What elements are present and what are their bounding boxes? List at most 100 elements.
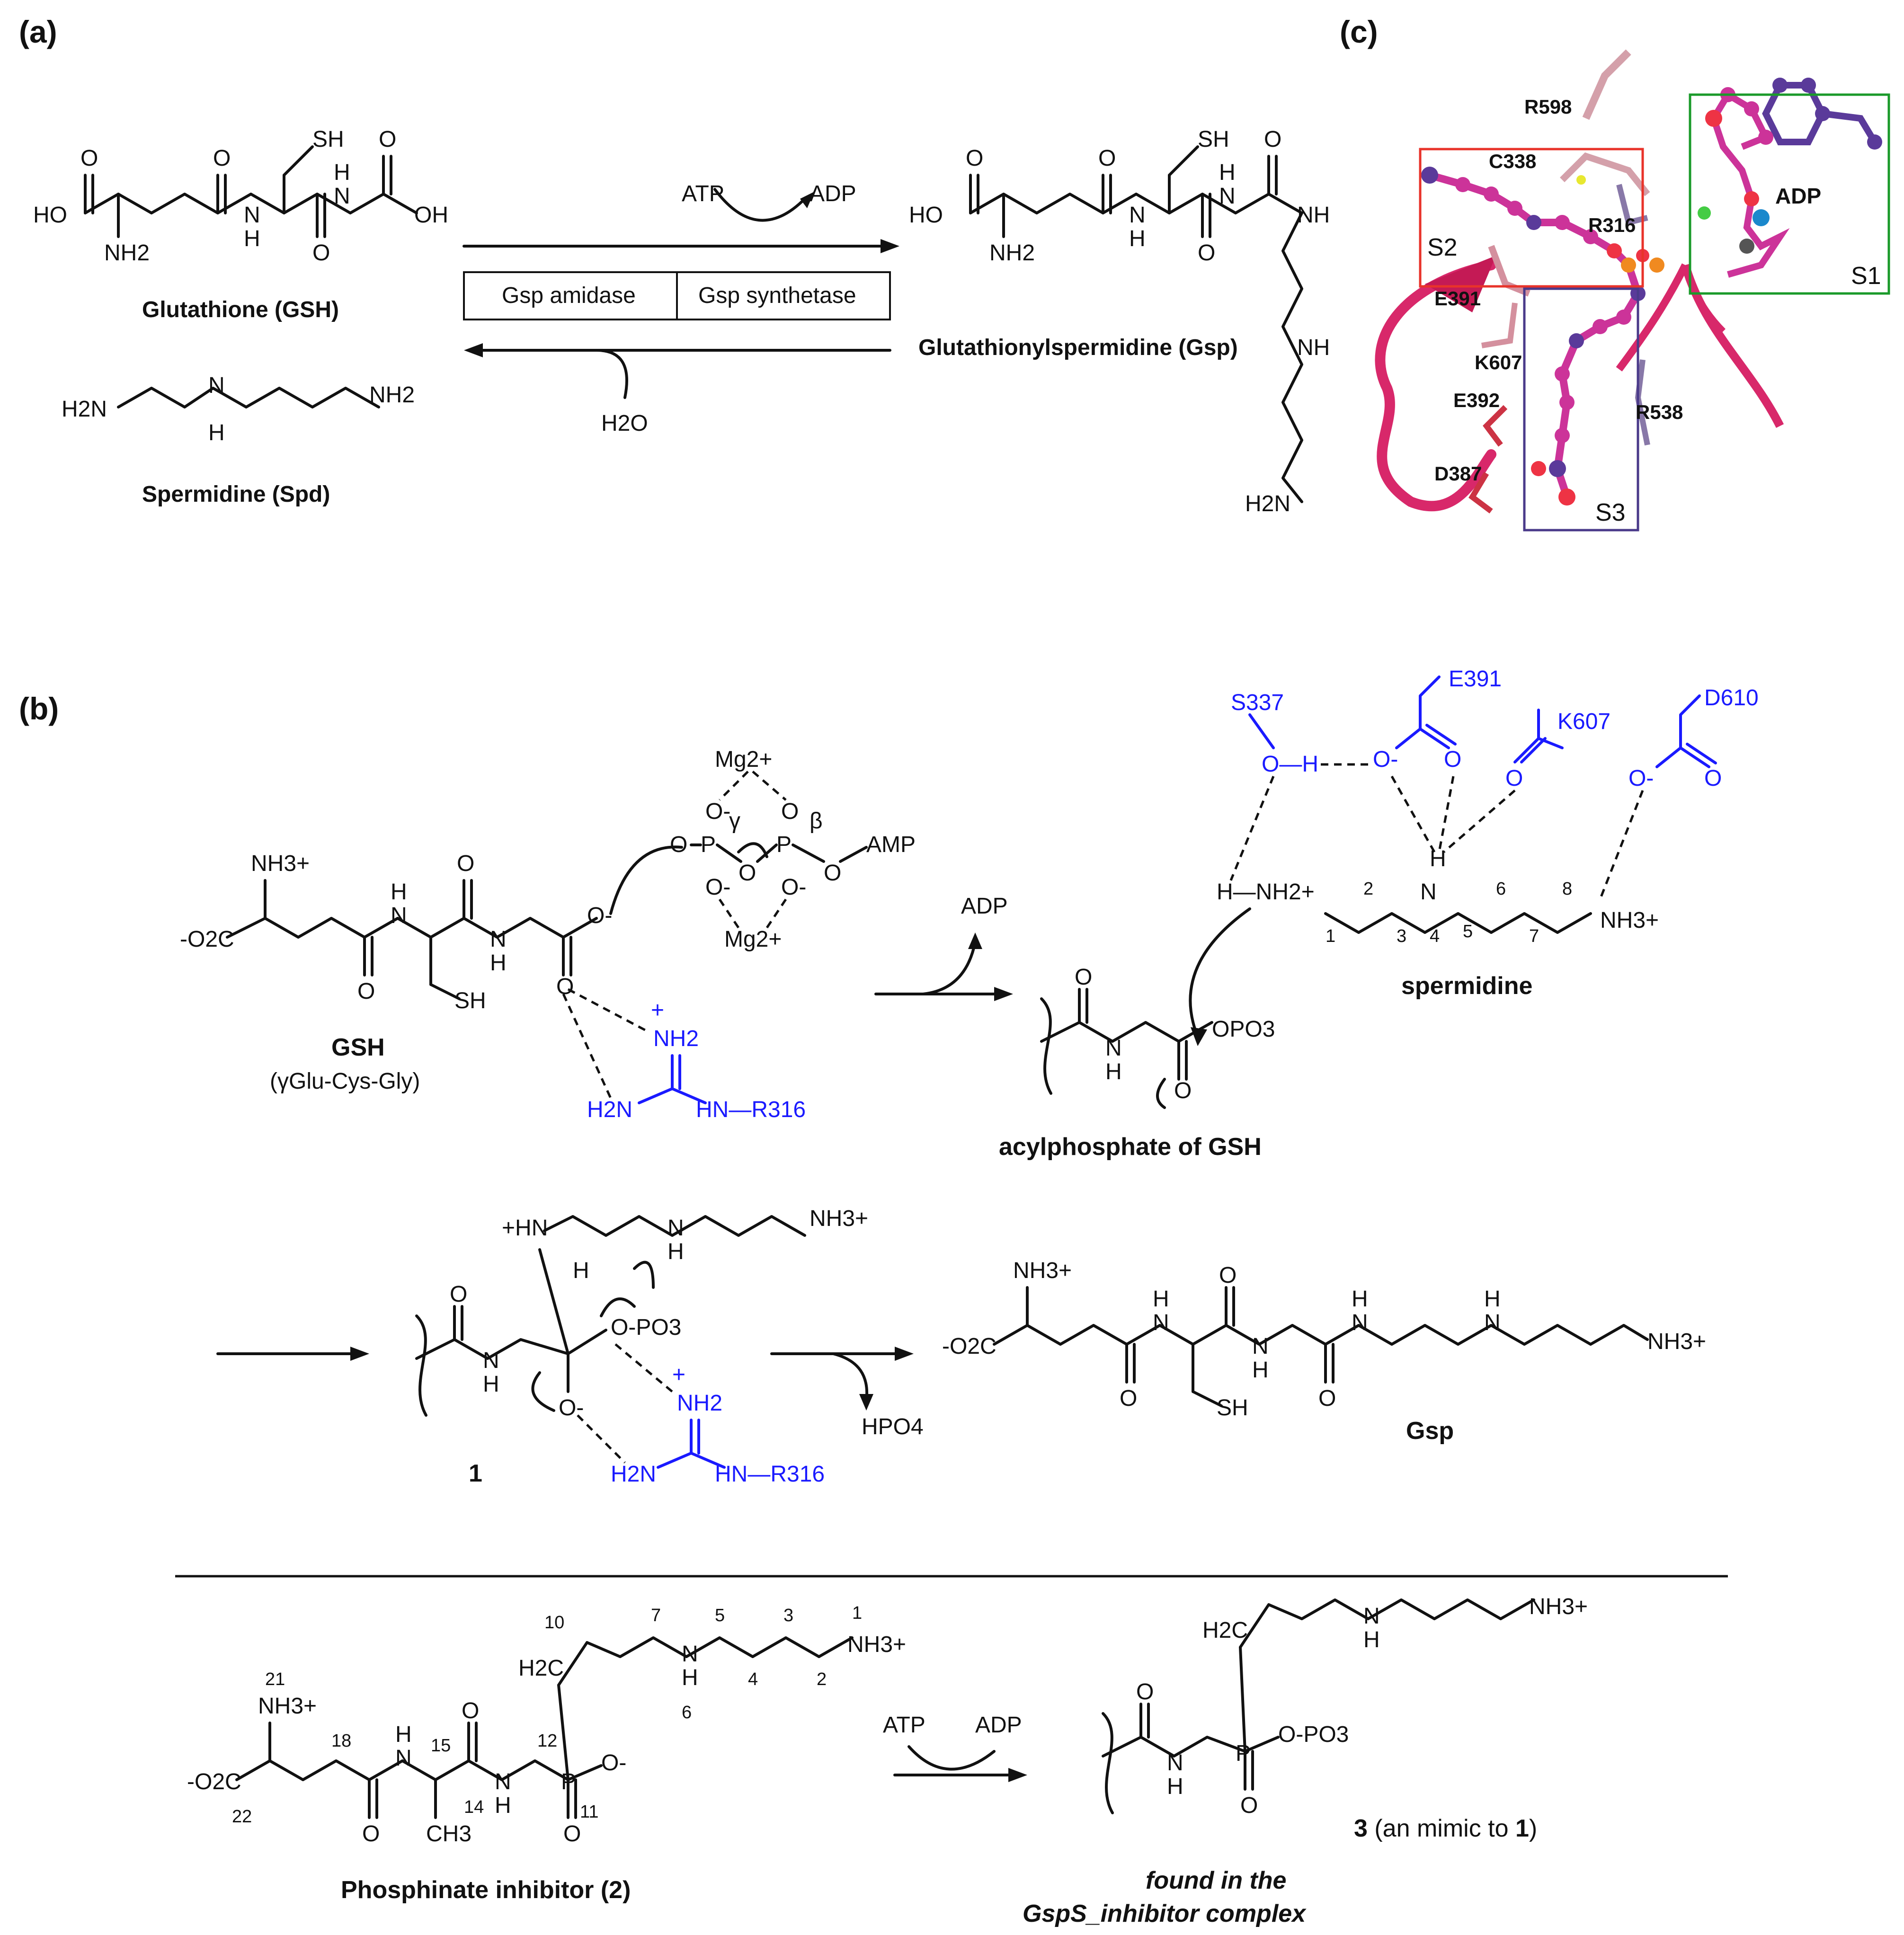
r316-nh2-1: NH2	[653, 1026, 699, 1051]
gspb-o1: O	[1120, 1386, 1137, 1411]
mg-bottom: Mg2+	[724, 927, 782, 952]
spermidine-b: H—NH2+ N H NH3+ 1 2 3 4 5 6 7 8	[1217, 846, 1659, 946]
mimic-close: )	[1529, 1815, 1537, 1842]
spd-b-nh3: NH3+	[1600, 908, 1659, 933]
found-line1: found in the	[1146, 1867, 1286, 1894]
gsh-b-ominus: O-	[587, 903, 612, 928]
int-h: H	[483, 1372, 499, 1397]
mim-h2c: H2C	[1202, 1618, 1248, 1643]
site-s3-label: S3	[1595, 499, 1626, 526]
mim-opo3: O-PO3	[1278, 1722, 1349, 1747]
gsh-h1: H	[244, 226, 260, 251]
gspb-o3: O	[1318, 1386, 1336, 1411]
mim-nh3: NH3+	[1529, 1594, 1588, 1619]
hpo4-label: HPO4	[862, 1414, 924, 1439]
spd-name: Spermidine (Spd)	[142, 482, 330, 507]
amp-label: AMP	[866, 832, 916, 857]
res-e391: E391	[1449, 666, 1502, 692]
inh-p: P	[561, 1769, 576, 1794]
gsh-sh: SH	[312, 127, 344, 152]
inh-num-18: 18	[331, 1731, 351, 1751]
inh-o1: O	[362, 1821, 380, 1846]
gsh-b-h2: H	[490, 950, 507, 976]
gsh-b-sh: SH	[454, 988, 486, 1013]
residue-k607: K607	[1475, 351, 1522, 373]
residue-r598: R598	[1524, 96, 1572, 118]
gspb-o2c: -O2C	[942, 1334, 996, 1359]
inh-ominus: O-	[601, 1750, 626, 1775]
int-h2: H	[573, 1258, 589, 1283]
adp-b2: ADP	[975, 1713, 1022, 1738]
acylphosphate-structure: O N H O OPO3	[1040, 965, 1275, 1109]
inh-h3: H	[682, 1665, 698, 1690]
res-d610-o1: O-	[1628, 766, 1654, 791]
gspb-h2: H	[1252, 1358, 1269, 1383]
acyl-o1: O	[1075, 965, 1092, 990]
gspb-o2: O	[1219, 1263, 1237, 1288]
r316-group-2: NH2 + H2N HN—R316	[611, 1362, 825, 1487]
atp-label-a: ATP	[682, 181, 724, 206]
site-s2-box	[1419, 148, 1644, 288]
inhibitor-structure: NH3+ -O2C O H N CH3 O N H P O- O H2C N H…	[187, 1603, 906, 1846]
panel-label-b: (b)	[19, 691, 59, 726]
res-e391-o1: O-	[1373, 747, 1398, 772]
inh-nh3a: NH3+	[258, 1694, 317, 1719]
inh-n3: N	[682, 1642, 698, 1667]
beta-label: β	[810, 808, 823, 834]
gsh-b-h1: H	[391, 879, 407, 905]
adp-molecule	[1710, 117, 1790, 278]
gsp-structure-a: O HO NH2 O N H SH O H N O NH NH H2N	[909, 127, 1330, 516]
inh-o2: O	[462, 1698, 479, 1723]
acyl-opo3: OPO3	[1212, 1017, 1275, 1042]
inh-num-14: 14	[464, 1797, 484, 1817]
r316-plus-1: +	[651, 998, 664, 1023]
gspb-n3: N	[1352, 1310, 1368, 1335]
inh-num-10: 10	[544, 1613, 564, 1633]
panel-c: S2 S3 S1 R598 C338 R316 E391 K607 E392 D…	[1375, 49, 1890, 532]
gsh-b-n1: N	[391, 903, 407, 928]
mim-n2: N	[1363, 1604, 1380, 1629]
acylphosphate-label: acylphosphate of GSH	[999, 1133, 1262, 1161]
spd-b-hnh2: H—NH2+	[1217, 879, 1315, 905]
mimic-text: (an mimic to	[1368, 1815, 1515, 1842]
inh-num-15: 15	[431, 1736, 451, 1756]
r316-group-1: NH2 + H2N HN—R316	[587, 998, 806, 1122]
gsp-o1: O	[966, 146, 983, 171]
res-d610: D610	[1704, 685, 1759, 710]
gsh-b-name: GSH	[331, 1034, 385, 1061]
gsh-b-o1: O	[357, 979, 375, 1004]
residue-c338: C338	[1489, 150, 1536, 172]
mim-h2: H	[1363, 1627, 1380, 1652]
inh-num-1: 1	[852, 1603, 862, 1623]
spd-num-6: 6	[1496, 879, 1506, 899]
gspb-nh3b: NH3+	[1647, 1329, 1706, 1354]
site-s3-box	[1523, 287, 1639, 532]
int-nh3: NH3+	[810, 1206, 868, 1231]
amidase-label: Gsp amidase	[502, 283, 636, 308]
atp-b: ATP	[883, 1713, 925, 1738]
int-n2: N	[667, 1216, 684, 1241]
p-beta: P	[776, 832, 792, 857]
intermediate-label: 1	[469, 1460, 482, 1487]
acyl-n: N	[1105, 1036, 1122, 1061]
inh-n2: N	[495, 1769, 511, 1794]
gsh-structure: O HO NH2 O N H SH O H N O OH	[33, 127, 448, 266]
gsh-structure-b: NH3+ -O2C O H N SH O N H O O-	[180, 851, 612, 1013]
site-s1-label: S1	[1851, 262, 1881, 290]
gsp-nh1: NH	[1297, 203, 1330, 228]
spd-h2n: H2N	[62, 397, 107, 422]
gsh-o3: O	[312, 240, 330, 266]
inh-o2c: -O2C	[187, 1769, 241, 1794]
gsh-oh: OH	[414, 203, 448, 228]
p-gamma: P	[701, 832, 716, 857]
residue-r538: R538	[1636, 401, 1683, 423]
inh-num-11: 11	[580, 1802, 598, 1822]
res-k607: K607	[1557, 709, 1610, 734]
atp-o5: O	[781, 799, 799, 824]
atp-o6: O-	[781, 875, 806, 900]
mimic-number: 3	[1354, 1815, 1368, 1842]
inh-num-5: 5	[715, 1606, 725, 1625]
spd-nh2: NH2	[369, 382, 415, 408]
gsh-b-sub: (γGlu-Cys-Gly)	[270, 1069, 420, 1094]
